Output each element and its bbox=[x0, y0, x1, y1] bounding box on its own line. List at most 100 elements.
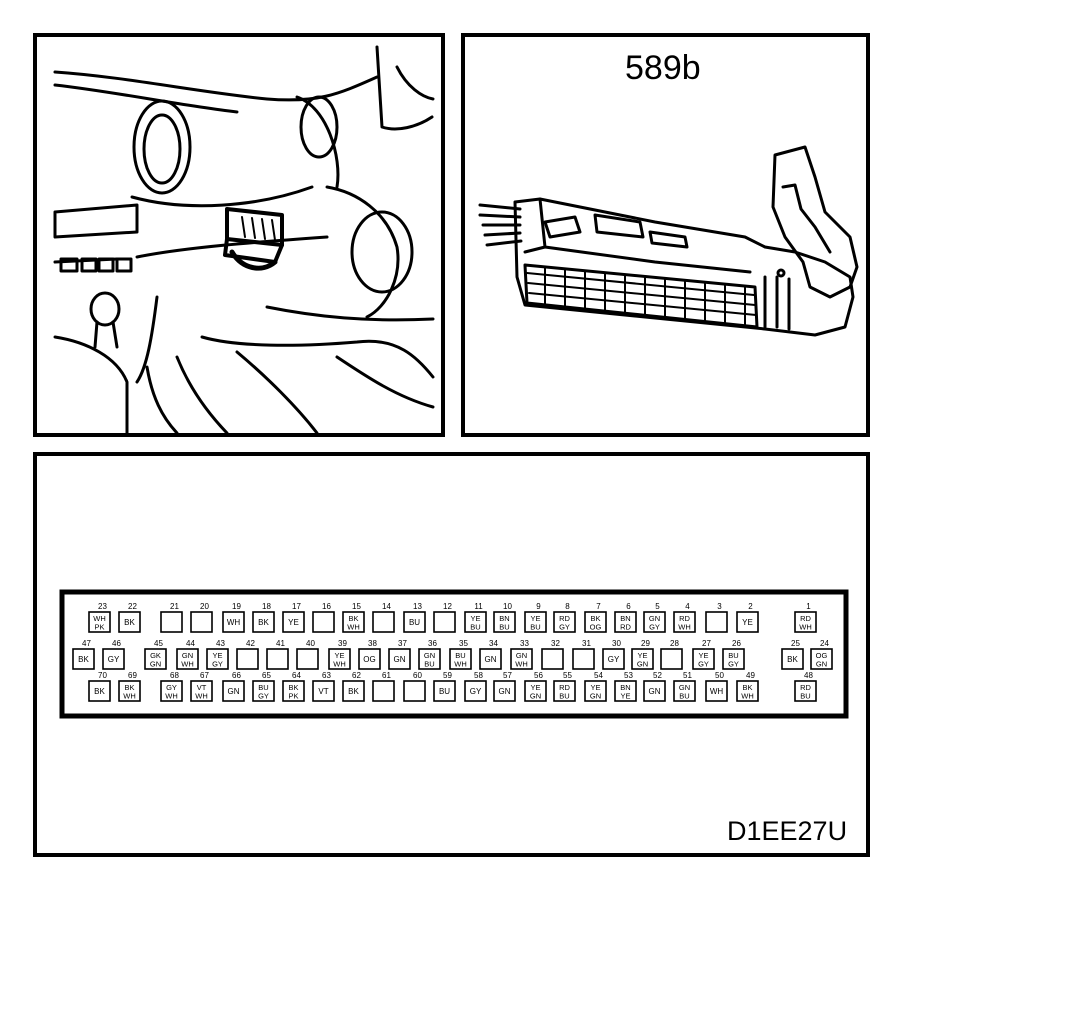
pin-box bbox=[118, 680, 141, 702]
pin-number: 19 bbox=[232, 602, 241, 611]
wire-color: GY bbox=[108, 655, 120, 664]
pin-number: 44 bbox=[186, 639, 195, 648]
wire-color-stripe: GN bbox=[590, 692, 601, 701]
pin-number: 31 bbox=[582, 639, 591, 648]
pin-number: 61 bbox=[382, 671, 391, 680]
pin-box bbox=[493, 680, 516, 702]
wire-color-stripe: WH bbox=[347, 623, 360, 632]
wire-color-stripe: GN bbox=[816, 660, 827, 669]
pin-number: 39 bbox=[338, 639, 347, 648]
wire-color-primary: GN bbox=[182, 651, 193, 660]
wire-color-primary: BN bbox=[620, 683, 630, 692]
wire-color-primary: WH bbox=[93, 614, 106, 623]
wire-color-primary: RD bbox=[679, 614, 690, 623]
wire-color-stripe: GN bbox=[150, 660, 161, 669]
pin-box bbox=[736, 611, 759, 633]
pin-box bbox=[102, 648, 125, 670]
pin-box bbox=[479, 648, 502, 670]
pin-16: 16 bbox=[312, 602, 335, 633]
wire-color-stripe: YE bbox=[620, 692, 630, 701]
pin-number: 8 bbox=[565, 602, 570, 611]
pin-box bbox=[553, 680, 576, 702]
pin-box bbox=[584, 680, 607, 702]
wire-color: GN bbox=[499, 687, 511, 696]
wire-color-primary: YE bbox=[590, 683, 600, 692]
connector-outline bbox=[59, 589, 849, 719]
pin-box bbox=[464, 611, 487, 633]
wire-color-primary: GN bbox=[679, 683, 690, 692]
wire-color-stripe: BU bbox=[800, 692, 810, 701]
pin-number: 5 bbox=[655, 602, 660, 611]
wire-color: GY bbox=[608, 655, 620, 664]
pin-box bbox=[705, 611, 728, 633]
pin-number: 17 bbox=[292, 602, 301, 611]
pin-box bbox=[312, 611, 335, 633]
wire-color-primary: YE bbox=[470, 614, 480, 623]
pin-31: 31 bbox=[572, 639, 595, 670]
pin-number: 49 bbox=[746, 671, 755, 680]
dashboard-location-drawing bbox=[53, 45, 435, 433]
pin-box bbox=[493, 611, 516, 633]
pin-number: 10 bbox=[503, 602, 512, 611]
wire-color-primary: BK bbox=[348, 614, 358, 623]
pin-box bbox=[660, 648, 683, 670]
pin-number: 18 bbox=[262, 602, 271, 611]
pin-number: 2 bbox=[748, 602, 753, 611]
pin-box bbox=[673, 611, 696, 633]
wire-color: BK bbox=[124, 618, 135, 627]
wire-color-stripe: GY bbox=[649, 623, 660, 632]
wire-color: BU bbox=[439, 687, 450, 696]
pin-number: 20 bbox=[200, 602, 209, 611]
wire-color-stripe: GY bbox=[212, 660, 223, 669]
pin-number: 4 bbox=[685, 602, 690, 611]
location-illustration-panel bbox=[33, 33, 445, 437]
pin-box bbox=[572, 648, 595, 670]
pin-number: 36 bbox=[428, 639, 437, 648]
pin-box bbox=[160, 680, 183, 702]
wire-color: BK bbox=[348, 687, 359, 696]
pin-box bbox=[464, 680, 487, 702]
wire-color-stripe: WH bbox=[181, 660, 194, 669]
wire-color: BK bbox=[787, 655, 798, 664]
pin-box bbox=[602, 648, 625, 670]
pin-box bbox=[160, 611, 183, 633]
pin-box bbox=[673, 680, 696, 702]
pin-box bbox=[794, 611, 817, 633]
pin-21: 21 bbox=[160, 602, 183, 633]
wire-color-stripe: GY bbox=[728, 660, 739, 669]
wire-color: BK bbox=[78, 655, 89, 664]
pin-12: 12 bbox=[433, 602, 456, 633]
pin-number: 6 bbox=[626, 602, 631, 611]
pin-box bbox=[266, 648, 289, 670]
pin-box bbox=[296, 648, 319, 670]
pin-box bbox=[342, 680, 365, 702]
wire-color: GN bbox=[649, 687, 661, 696]
pin-box bbox=[190, 680, 213, 702]
pin-number: 50 bbox=[715, 671, 724, 680]
pin-number: 25 bbox=[791, 639, 800, 648]
pin-32: 32 bbox=[541, 639, 564, 670]
